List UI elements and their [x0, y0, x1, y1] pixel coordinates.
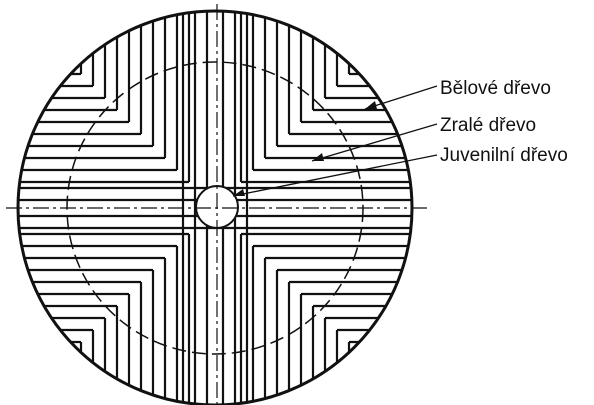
sapwood-arrowhead — [365, 101, 377, 109]
mature-leader-line — [312, 124, 437, 161]
label-mature-wood: Zralé dřevo — [440, 115, 536, 136]
center-axes — [6, 4, 428, 404]
label-sapwood: Bělové dřevo — [440, 78, 551, 99]
label-juvenile-wood: Juvenilní dřevo — [440, 145, 568, 166]
juvenile-leader-line — [233, 155, 437, 196]
